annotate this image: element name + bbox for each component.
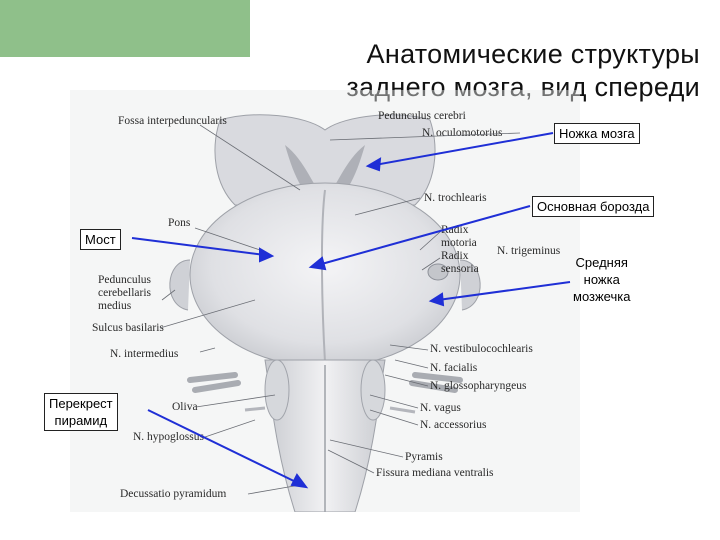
- label-n-trochlearis: N. trochlearis: [424, 192, 487, 204]
- brainstem-illustration: [70, 90, 580, 512]
- label-n-vagus: N. vagus: [420, 402, 461, 414]
- blue-arrows: [131, 132, 571, 489]
- label-n-accessorius: N. accessorius: [420, 419, 487, 431]
- label-n-trigeminus: N. trigeminus: [497, 245, 561, 257]
- label-n-vestibulocochlearis: N. vestibulocochlearis: [430, 343, 533, 355]
- label-sulcus-basilaris: Sulcus basilaris: [92, 322, 164, 334]
- title-line-1: Анатомические структуры: [366, 39, 700, 69]
- label-pyramis: Pyramis: [405, 451, 443, 463]
- label-n-glossopharyngeus: N. glossopharyngeus: [430, 380, 527, 392]
- callout-nozhka-mozga: Ножка мозга: [554, 123, 640, 144]
- label-pedunculus-cerebri: Pedunculus cerebri: [378, 110, 466, 122]
- title-accent-block: [0, 0, 250, 57]
- label-oliva: Oliva: [172, 401, 198, 413]
- slide-title: Анатомические структуры заднего мозга, в…: [230, 38, 700, 104]
- label-decussatio-pyramidum: Decussatio pyramidum: [120, 488, 227, 500]
- callout-most: Мост: [80, 229, 121, 250]
- label-fissura-mediana-ventralis: Fissura mediana ventralis: [376, 467, 494, 479]
- title-line-2: заднего мозга, вид спереди: [346, 72, 700, 102]
- label-pons: Pons: [168, 217, 191, 229]
- label-n-facialis: N. facialis: [430, 362, 478, 374]
- callout-osnovnaya-borozda: Основная борозда: [532, 196, 655, 217]
- label-n-hypoglossus: N. hypoglossus: [133, 431, 204, 443]
- label-n-intermedius: N. intermedius: [110, 348, 179, 360]
- label-fossa-interpeduncularis: Fossa interpeduncularis: [118, 115, 227, 127]
